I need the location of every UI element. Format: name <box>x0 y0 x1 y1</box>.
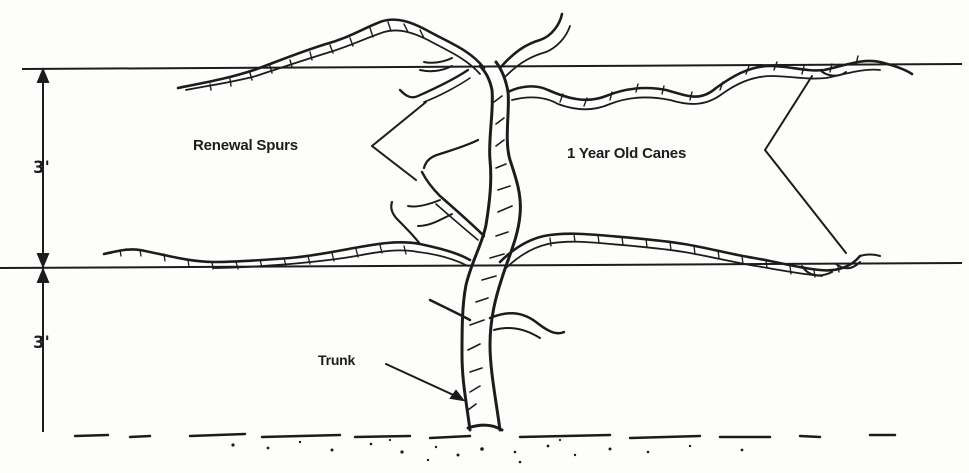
upper-trellis-wire <box>22 64 962 69</box>
canes-leader-lower <box>765 150 846 253</box>
upper-canes <box>178 14 912 109</box>
height-dimension-line <box>38 70 48 432</box>
one-year-old-canes-label: 1 Year Old Canes <box>567 145 686 162</box>
leader-lines <box>372 76 846 400</box>
trunk-leader-arrowhead <box>451 391 463 400</box>
renewal-spurs-leader-upper <box>372 102 426 146</box>
lower-trellis-wire <box>0 263 962 268</box>
trunk-label: Trunk <box>318 352 355 368</box>
ground-debris <box>231 439 743 463</box>
lower-height-label: 3' <box>33 333 50 353</box>
renewal-spurs-leader-lower <box>372 146 416 180</box>
vine-trunk <box>430 62 564 430</box>
trunk-leader <box>386 364 460 398</box>
ground-line <box>75 434 895 438</box>
renewal-spur-stubs <box>408 140 484 240</box>
renewal-spurs-label: Renewal Spurs <box>193 137 298 154</box>
canes-leader-upper <box>765 76 812 150</box>
upper-height-label: 3' <box>33 158 50 178</box>
